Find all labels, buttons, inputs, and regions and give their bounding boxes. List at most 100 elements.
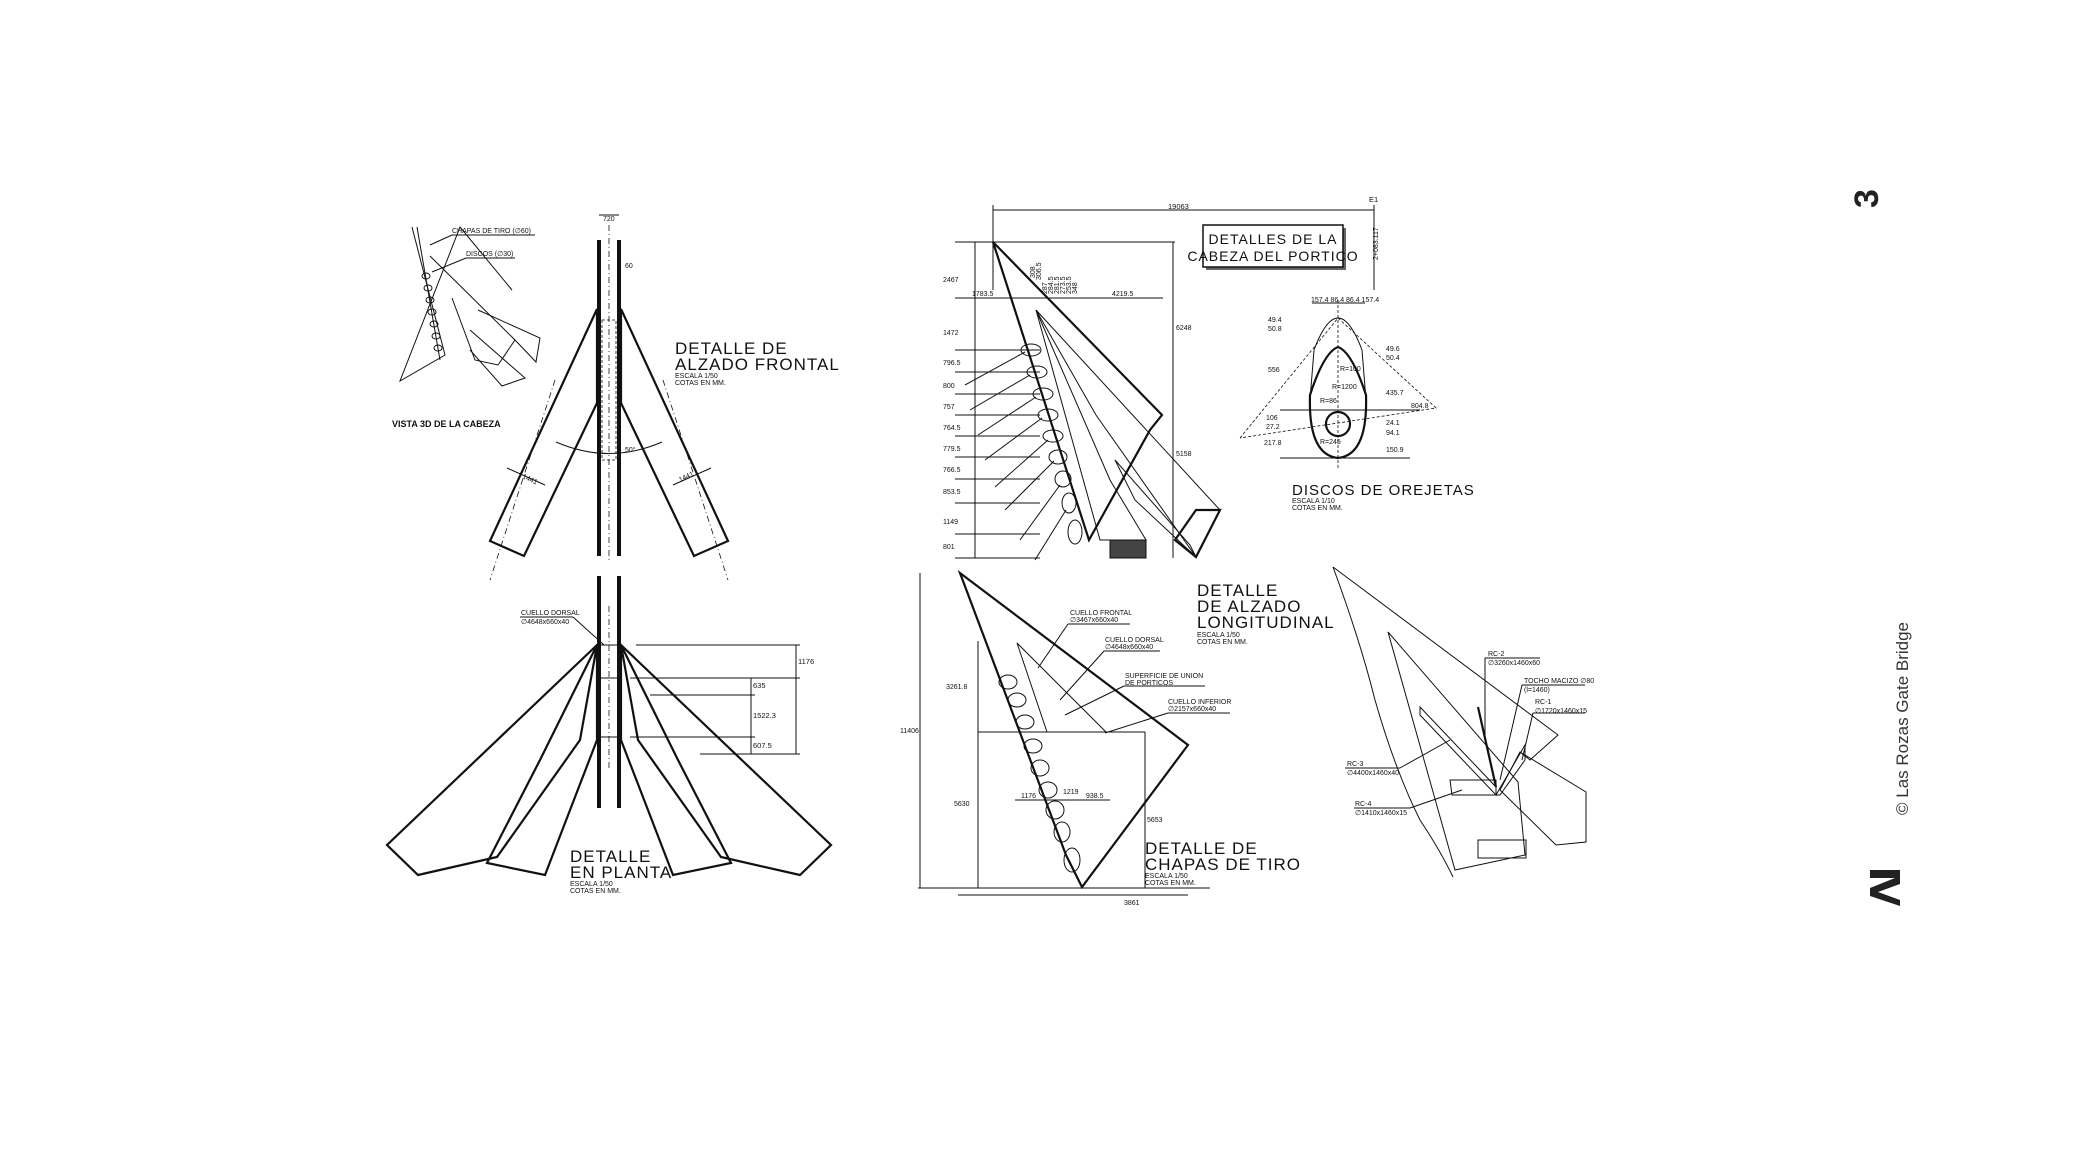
left-dim: 801 <box>943 544 955 551</box>
radius-label: R=245 <box>1320 439 1341 446</box>
left-dim: 1149 <box>943 519 958 526</box>
dim-lower: 5630 <box>954 801 970 808</box>
v-dim: 273.5 <box>1060 276 1067 294</box>
callout-label: TOCHO MACIZO ∅80 <box>1524 678 1594 685</box>
discos-orejetas: 157.4 86.4 86.4 157.4 49.4 50.8 556 106 … <box>1239 297 1475 512</box>
dim-width: 720 <box>603 216 615 223</box>
alzado-longitudinal: 19063 E1 2+083.117 <box>943 195 1380 646</box>
page-number: 3 <box>1848 189 1886 208</box>
callout-spec: ∅3260x1460x60 <box>1488 660 1540 667</box>
callout-label: SUPERFICIE DE UNION <box>1125 673 1203 680</box>
discos-title: DISCOS DE OREJETAS <box>1292 482 1475 499</box>
v-dim: 287 <box>1042 282 1049 294</box>
radius-label: R=1200 <box>1332 384 1357 391</box>
sheet-id: E1 <box>1369 195 1378 204</box>
left-dim: 217.8 <box>1264 440 1282 447</box>
station: 2+083.117 <box>1373 227 1380 260</box>
dim-arm-left: 1441 <box>521 473 538 486</box>
left-dim: 779.5 <box>943 446 961 453</box>
dim-b: 1219 <box>1063 789 1079 796</box>
dim-upper: 3261.8 <box>946 684 968 691</box>
right-dim: 94.1 <box>1386 430 1400 437</box>
callout-spec: ∅4648x660x40 <box>1105 644 1153 651</box>
dim-planta-3: 1522.3 <box>753 711 776 720</box>
left-dim: 766.5 <box>943 467 961 474</box>
planta-title-2: EN PLANTA <box>570 863 672 882</box>
left-dim: 49.4 <box>1268 317 1282 324</box>
chapas-title-1: DETALLE DE <box>1145 839 1258 858</box>
callout-spec: ∅1410x1460x15 <box>1355 810 1407 817</box>
image-credit: © Las Rozas Gate Bridge <box>1893 621 1912 815</box>
dim-thickness: 60 <box>625 263 633 270</box>
left-dim: 800 <box>943 383 955 390</box>
sidebar: 3 <box>1848 189 1900 906</box>
callout-label: CUELLO FRONTAL <box>1070 610 1132 617</box>
vista-3d-title: VISTA 3D DE LA CABEZA <box>392 419 501 429</box>
radius-label: R=86 <box>1320 398 1337 405</box>
dim-bottom: 3861 <box>1124 900 1140 907</box>
v-dim: 253.5 <box>1066 276 1073 294</box>
callout-spec: ∅4400x1460x40 <box>1347 770 1399 777</box>
outer-dim: 804.8 <box>1411 403 1429 410</box>
callout-label: CUELLO DORSAL <box>1105 637 1164 644</box>
dim-arm-right: 1441 <box>678 471 695 484</box>
callout-spec: DE PORTICOS <box>1125 680 1173 687</box>
callout-label: CUELLO INFERIOR <box>1168 699 1231 706</box>
callout-spec: ∅1720x1460x15 <box>1535 708 1587 715</box>
left-dim: 757 <box>943 404 955 411</box>
scale-text: ESCALA 1/50 <box>1197 632 1240 639</box>
callout-spec: (l=1460) <box>1524 687 1550 694</box>
callout-spec: ∅3467x660x40 <box>1070 617 1118 624</box>
right-dim: 5158 <box>1176 451 1192 458</box>
callout-label: RC-2 <box>1488 651 1504 658</box>
left-dim: 556 <box>1268 367 1280 374</box>
right-dim: 150.9 <box>1386 447 1404 454</box>
callout-spec: ∅2157x660x40 <box>1168 706 1216 713</box>
units-text: COTAS EN MM. <box>1145 880 1196 887</box>
units-text: COTAS EN MM. <box>1292 505 1343 512</box>
scale-text: ESCALA 1/50 <box>1145 873 1188 880</box>
dim-top: 19063 <box>1168 202 1189 211</box>
longitudinal-title-1: DETALLE <box>1197 581 1278 600</box>
right-dim: 435.7 <box>1386 390 1404 397</box>
dim-planta-2: 635 <box>753 681 766 690</box>
planta-title-1: DETALLE <box>570 847 651 866</box>
v-dim: 308 <box>1030 266 1037 278</box>
left-dim: 764.5 <box>943 425 961 432</box>
v-dim: 281.5 <box>1054 276 1061 294</box>
longitudinal-title-3: LONGITUDINAL <box>1197 613 1335 632</box>
dim-c: 938.5 <box>1086 793 1104 800</box>
scale-text: ESCALA 1/10 <box>1292 498 1335 505</box>
cuello-dorsal-label: CUELLO DORSAL <box>521 610 580 617</box>
scale-text: ESCALA 1/50 <box>570 881 613 888</box>
units-text: COTAS EN MM. <box>675 380 726 387</box>
dim-a: 1176 <box>1021 793 1036 800</box>
header-box: DETALLES DE LA CABEZA DEL PORTICO <box>1187 224 1358 270</box>
chapas-de-tiro: 11406 3261.8 5630 1176 1219 938.5 5653 3… <box>900 569 1301 907</box>
left-dim: 796.5 <box>943 360 961 367</box>
discos-top-dims: 157.4 86.4 86.4 157.4 <box>1311 297 1379 304</box>
chapas-label: CHAPAS DE TIRO (∅60) <box>452 228 531 235</box>
dim-total: 11406 <box>900 728 919 735</box>
units-text: COTAS EN MM. <box>570 888 621 895</box>
left-dim: 27.2 <box>1266 424 1280 431</box>
right-dim: 50.4 <box>1386 355 1400 362</box>
disc-outlines <box>1020 343 1083 545</box>
v-dim: 348 <box>1072 282 1079 294</box>
header-line-1: DETALLES DE LA <box>1209 231 1338 247</box>
right-dim: 6248 <box>1176 325 1192 332</box>
vista-3d-rc: RC-2 ∅3260x1460x60 TOCHO MACIZO ∅80 (l=1… <box>1332 566 1594 878</box>
radius-label: R=100 <box>1340 366 1361 373</box>
discos-label: DISCOS (∅30) <box>466 251 513 258</box>
alzado-frontal-title-1: DETALLE DE <box>675 339 788 358</box>
right-dim: 49.6 <box>1386 346 1400 353</box>
v-dim: 284.5 <box>1048 276 1055 294</box>
dim-planta-1: 1176 <box>798 657 814 666</box>
dim-right: 5653 <box>1147 817 1163 824</box>
units-text: COTAS EN MM. <box>1197 639 1248 646</box>
chapas-title-2: CHAPAS DE TIRO <box>1145 855 1301 874</box>
left-dim: 1472 <box>943 330 959 337</box>
dim-planta-4: 607.5 <box>753 741 772 750</box>
h-dim: 1783.5 <box>972 291 994 298</box>
archdaily-logo-icon <box>1870 870 1900 906</box>
